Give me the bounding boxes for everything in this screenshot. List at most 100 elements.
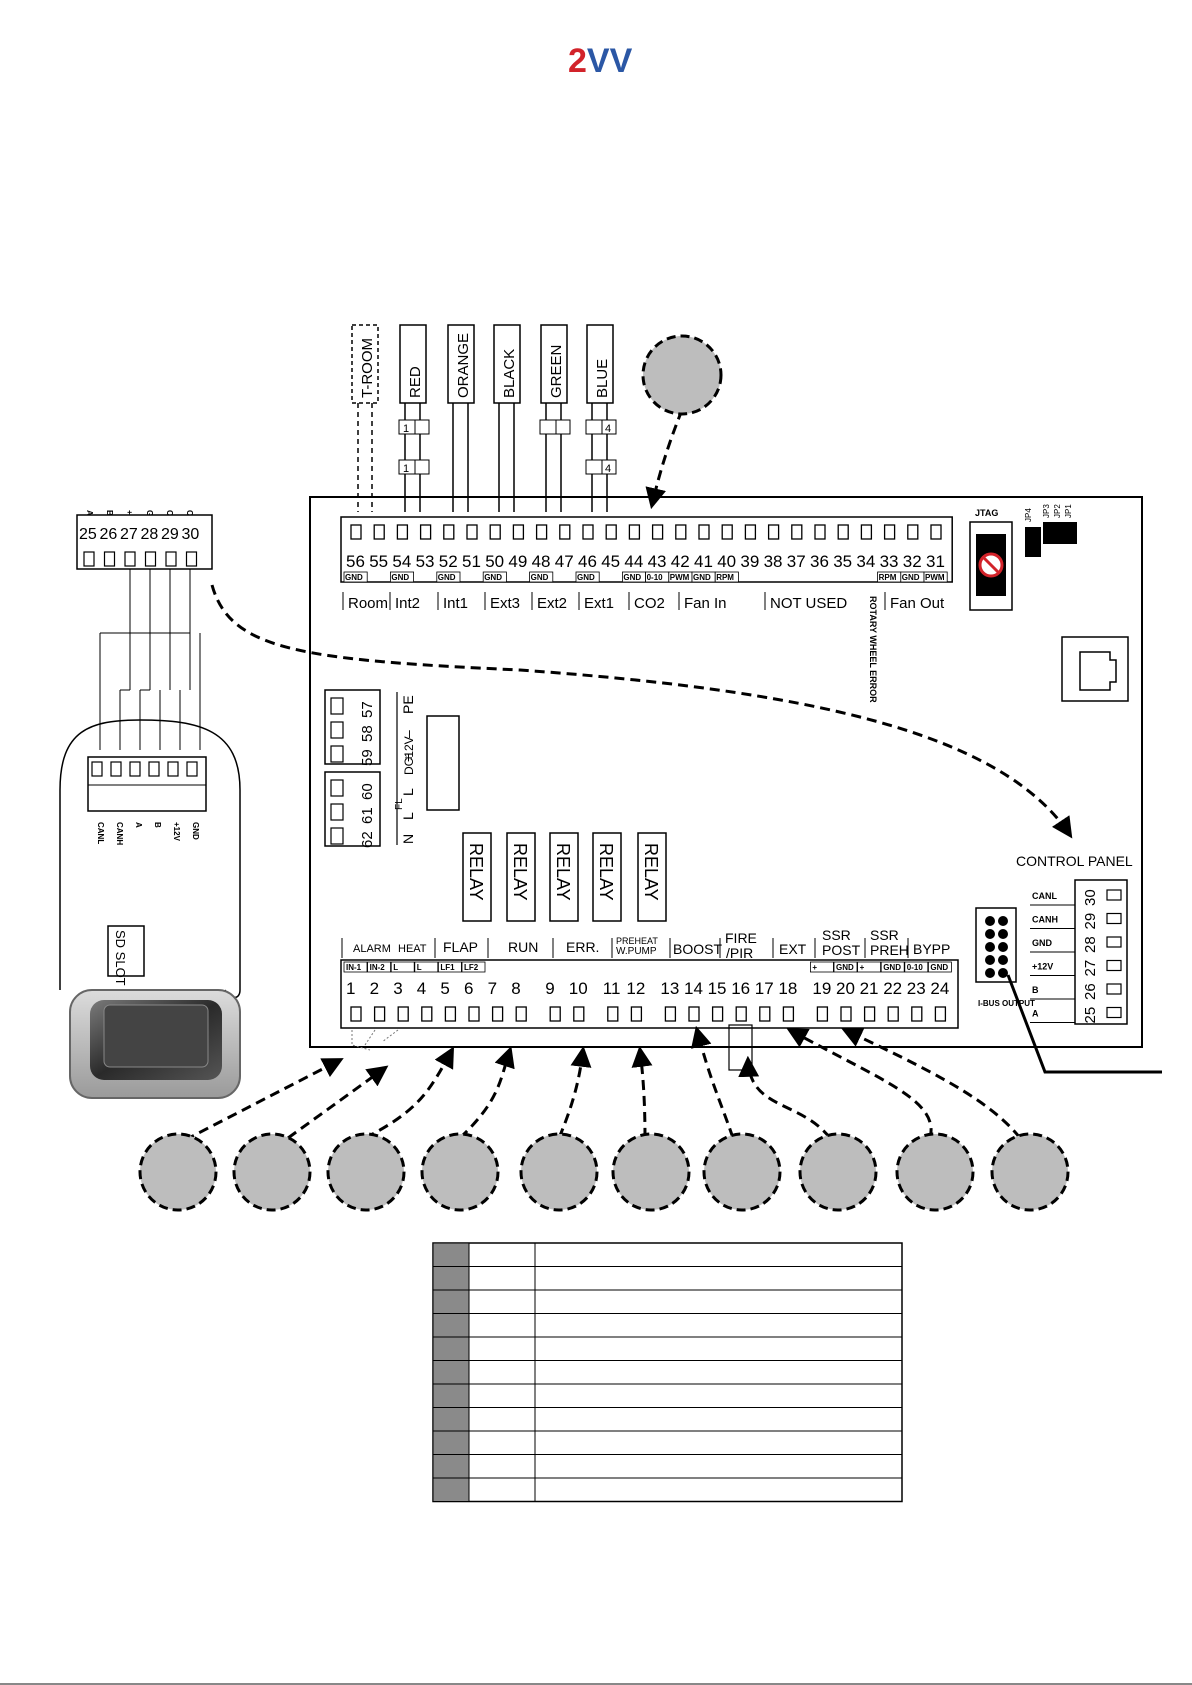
callout-circle-7 [702, 1132, 782, 1212]
callout-markers [138, 334, 1070, 1212]
bottom-terminal-number: 7 [488, 979, 497, 998]
control-panel-title: CONTROL PANEL [1016, 853, 1133, 869]
top-terminal-number: 50 [485, 552, 504, 571]
bottom-terminal-screw [735, 1006, 747, 1022]
bottom-terminal-screw [573, 1006, 585, 1022]
relay-label: RELAY [553, 843, 573, 901]
left-connector-number: 25 [79, 526, 97, 543]
top-terminal-screw [721, 524, 733, 540]
top-terminal-screw [559, 524, 571, 540]
top-terminal-sublabel: GND [693, 573, 711, 582]
bottom-terminal-number: 16 [731, 979, 750, 998]
bottom-group-label: FLAP [443, 939, 478, 955]
left-panel-label: A [134, 822, 143, 828]
left-connector-number: 27 [120, 526, 138, 543]
bottom-terminal-number: 24 [930, 979, 949, 998]
sd-slot-label: SD SLOT [113, 930, 128, 986]
power-side-label: L [400, 788, 416, 796]
top-terminal-number: 37 [787, 552, 806, 571]
top-terminal-number: 48 [532, 552, 551, 571]
top-terminal-number: 53 [416, 552, 435, 571]
ibus-output-label: I-BUS OUTPUT [978, 999, 1035, 1008]
bottom-group-label: PREHEAT [616, 936, 658, 946]
top-terminal-screw [814, 524, 826, 540]
bottom-terminal-sublabel: GND [883, 963, 901, 972]
bottom-terminal-screw [664, 1006, 677, 1022]
top-group-label: Int1 [443, 595, 468, 612]
legend-color-cell [432, 1242, 470, 1267]
ethernet-port-icon [1061, 636, 1129, 702]
bottom-terminal-number: 23 [907, 979, 926, 998]
legend-color-cell [432, 1336, 470, 1361]
control-panel-number: 25 [1082, 1007, 1099, 1024]
bottom-terminal-sublabel: GND [836, 963, 854, 972]
legend-color-cell [432, 1313, 470, 1338]
fl-label: FL [394, 798, 405, 810]
legend-color-cell [432, 1430, 470, 1455]
bottom-terminal-sublabel: LF2 [464, 963, 479, 972]
bottom-group-label: FIRE [725, 930, 757, 946]
top-terminal-screw [698, 524, 710, 540]
bottom-terminal-screw [816, 1006, 829, 1022]
callout-arrows [184, 409, 1073, 1142]
left-panel-label: CANL [96, 822, 105, 844]
bottom-group-label: BYPP [913, 941, 950, 957]
control-panel-row-label: CANL [1032, 891, 1057, 901]
top-terminal-sublabel: GND [438, 573, 456, 582]
page-bottom-rule [0, 1683, 1192, 1685]
control-panel-number: 26 [1082, 983, 1099, 1000]
relay-label: RELAY [466, 843, 486, 901]
top-terminal-number: 39 [740, 552, 759, 571]
bottom-terminal-number: 13 [660, 979, 679, 998]
bottom-terminal-sublabel: + [812, 963, 817, 972]
top-group-label: Fan Out [890, 595, 945, 612]
wire-label-troom: T-ROOM [359, 338, 376, 398]
power-side-label: L [400, 812, 416, 820]
top-terminal-screw [582, 524, 594, 540]
top-terminal-screw [907, 524, 919, 540]
left-connector-number: 29 [161, 526, 179, 543]
bottom-terminal-number: 10 [569, 979, 588, 998]
bottom-terminal-number: 18 [778, 979, 797, 998]
bottom-terminal-screw [350, 1006, 362, 1022]
left-connector-number: 26 [100, 526, 118, 543]
top-terminal-sublabel: RPM [879, 573, 897, 582]
left-panel-label: CANH [115, 822, 124, 845]
top-terminal-screw [791, 524, 803, 540]
ferrule-blue-1: 4 [605, 423, 611, 435]
jumper-jp3: JP3 [1042, 504, 1051, 518]
left-panel-label: +12V [172, 822, 181, 842]
legend-color-cell [432, 1266, 470, 1291]
bottom-group-label: EXT [779, 941, 807, 957]
bottom-terminal-number: 3 [393, 979, 402, 998]
top-terminal-screw [651, 524, 664, 540]
top-terminal-number: 52 [439, 552, 458, 571]
bottom-terminal-number: 21 [860, 979, 879, 998]
top-terminal-screw [860, 524, 873, 540]
wire-label-red: RED [407, 366, 424, 398]
legend-color-cell [432, 1289, 470, 1314]
legend-color-cell [432, 1454, 470, 1479]
bottom-terminal-number: 15 [708, 979, 727, 998]
bottom-group-label: HEAT [398, 943, 427, 955]
bottom-terminal-sublabel: IN-1 [346, 963, 362, 972]
bottom-group-label: /PIR [726, 945, 753, 961]
top-terminal-screw [883, 524, 896, 540]
left-connector-module: AB+12VGNDCANHCANL252627282930CANLCANHAB+… [59, 510, 241, 1099]
callout-circle-top [641, 334, 723, 416]
jumper-jp2: JP2 [1053, 504, 1062, 518]
bottom-terminal-screw [373, 1006, 386, 1022]
controller-board [309, 496, 1143, 1048]
top-terminal-screw [350, 524, 362, 540]
top-terminal-screw [443, 524, 455, 540]
bottom-terminal-screw [759, 1006, 771, 1022]
control-panel-number: 30 [1082, 889, 1099, 906]
bottom-terminal-screw [782, 1006, 795, 1022]
top-terminal-sublabel: PWM [925, 573, 945, 582]
top-terminal-screw [767, 524, 780, 540]
top-terminal-sublabel: 0-10 [647, 573, 664, 582]
legend-color-cell [432, 1383, 470, 1408]
bottom-terminal-screw [421, 1006, 433, 1022]
